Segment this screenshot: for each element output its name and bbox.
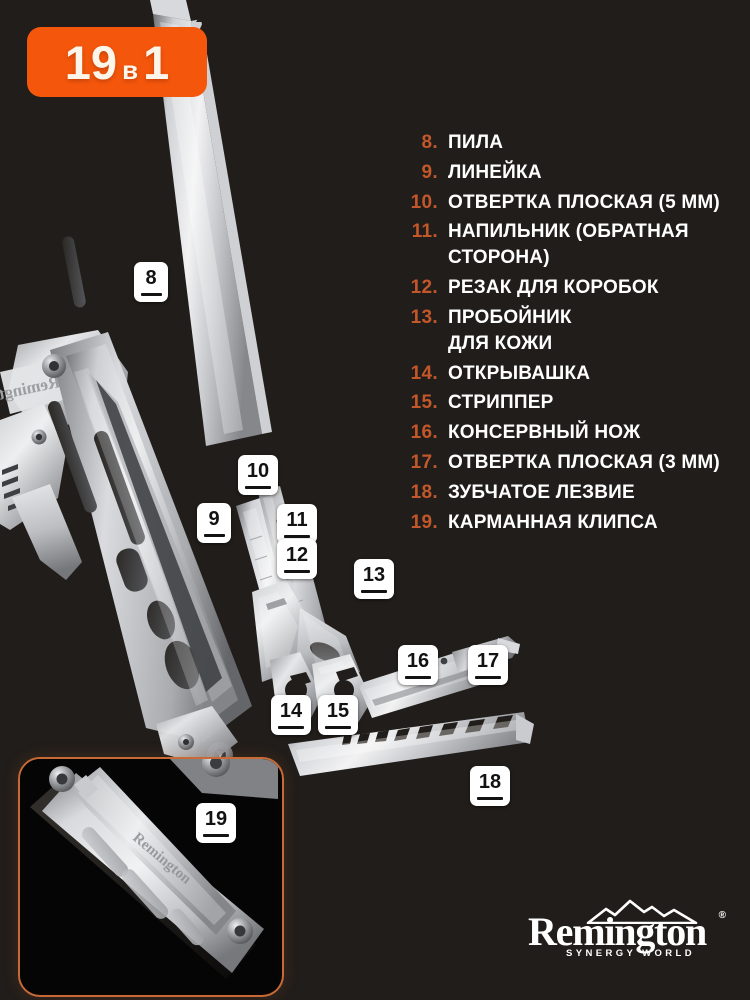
callout-number: 9 <box>208 507 220 530</box>
spec-list: 8. ПИЛА 9. ЛИНЕЙКА 10. ОТВЕРТКА ПЛОСКАЯ (5 ММ… <box>404 130 734 540</box>
spec-label: КАРМАННАЯ КЛИПСА <box>448 511 658 533</box>
tool-serrated-blade <box>288 712 534 776</box>
spec-row: 17. ОТВЕРТКА ПЛОСКАЯ (3 ММ) <box>404 450 734 476</box>
count-badge-one: 1 <box>143 35 170 89</box>
spec-label: ОТКРЫВАШКА <box>448 362 591 384</box>
callout-badge-15: 15 <box>318 695 358 735</box>
mountain-icon <box>586 899 698 924</box>
callout-badge-11: 11 <box>277 504 317 544</box>
callout-badge-14: 14 <box>271 695 311 735</box>
spec-label: ОТВЕРТКА ПЛОСКАЯ (5 ММ) <box>448 191 720 213</box>
spec-row: 14. ОТКРЫВАШКА <box>404 361 734 387</box>
callout-underline <box>405 675 431 679</box>
handle-cutouts <box>48 400 200 690</box>
callout-underline <box>284 569 310 573</box>
spec-label: НАПИЛЬНИК (ОБРАТНАЯ СТОРОНА) <box>448 221 689 269</box>
spec-number: 16. <box>410 422 438 444</box>
callout-number: 13 <box>362 563 386 586</box>
callout-badge-19: 19 <box>196 803 236 843</box>
spec-row: 15. СТРИППЕР <box>404 390 734 416</box>
brand-logo: Remington ® SYNERGY WORLD <box>528 898 728 964</box>
spec-label: РЕЗАК ДЛЯ КОРОБОК <box>448 277 659 299</box>
callout-badge-16: 16 <box>398 645 438 685</box>
callout-badge-18: 18 <box>470 766 510 806</box>
spec-number: 12. <box>410 277 438 299</box>
count-badge-joiner: в <box>122 54 139 85</box>
spec-label: СТРИППЕР <box>448 392 554 414</box>
callout-underline <box>203 833 229 837</box>
spec-number: 14. <box>410 362 438 384</box>
callout-badge-9: 9 <box>197 503 231 543</box>
callout-number: 14 <box>279 699 303 722</box>
count-badge: 19 в 1 <box>27 27 207 97</box>
spec-label: ЗУБЧАТОЕ ЛЕЗВИЕ <box>448 481 635 503</box>
callout-number: 8 <box>145 266 157 289</box>
registered-mark: ® <box>718 910 726 921</box>
callout-number: 19 <box>204 807 228 830</box>
product-illustration-inset: Remington <box>20 759 278 991</box>
spec-label: ЛИНЕЙКА <box>448 161 542 183</box>
inset-detail-panel: Remington <box>18 757 284 997</box>
spec-row: 13. ПРОБОЙНИК ДЛЯ КОЖИ <box>404 305 734 357</box>
spec-number: 18. <box>410 481 438 503</box>
callout-badge-8: 8 <box>134 262 168 302</box>
callout-underline <box>361 589 387 593</box>
count-badge-number: 19 <box>64 35 118 89</box>
callout-underline <box>245 485 271 489</box>
tool-saw-blade <box>62 0 298 446</box>
spec-number: 8. <box>421 132 438 153</box>
spec-label: КОНСЕРВНЫЙ НОЖ <box>448 422 641 444</box>
callout-badge-17: 17 <box>468 645 508 685</box>
spec-number: 13. <box>410 306 438 328</box>
brand-wordmark: Remington <box>528 909 707 954</box>
callout-underline <box>325 725 351 729</box>
brand-tagline: SYNERGY WORLD <box>566 948 696 959</box>
callout-badge-10: 10 <box>238 455 278 495</box>
saw-blade-slot <box>62 236 86 308</box>
callout-underline <box>278 725 304 729</box>
callout-underline <box>477 796 503 800</box>
callout-badge-12: 12 <box>277 539 317 579</box>
spec-number: 10. <box>410 191 438 213</box>
spec-number: 15. <box>410 392 438 414</box>
callout-number: 11 <box>286 508 308 531</box>
spec-row: 16. КОНСЕРВНЫЙ НОЖ <box>404 420 734 446</box>
callout-underline <box>203 533 225 537</box>
spec-row: 9. ЛИНЕЙКА <box>404 160 734 186</box>
callout-underline <box>140 292 162 296</box>
spec-row: 10. ОТВЕРТКА ПЛОСКАЯ (5 ММ) <box>404 190 734 216</box>
spec-label: ОТВЕРТКА ПЛОСКАЯ (3 ММ) <box>448 452 720 474</box>
spec-number: 9. <box>421 161 438 183</box>
spec-label: ПИЛА <box>448 132 504 153</box>
callout-number: 17 <box>476 649 500 672</box>
callout-number: 18 <box>478 770 502 793</box>
callout-number: 12 <box>285 543 309 566</box>
callout-number: 16 <box>406 649 430 672</box>
spec-row: 11. НАПИЛЬНИК (ОБРАТНАЯ СТОРОНА) <box>404 219 734 271</box>
spec-number: 19. <box>410 511 438 533</box>
callout-underline <box>284 534 310 538</box>
spec-row: 8. ПИЛА <box>404 130 734 156</box>
callout-number: 15 <box>326 699 350 722</box>
handle-hardware-cluster <box>156 706 238 766</box>
spec-number: 11. <box>411 221 438 243</box>
callout-number: 10 <box>246 459 270 482</box>
spec-number: 17. <box>410 452 438 474</box>
spec-label: ПРОБОЙНИК ДЛЯ КОЖИ <box>448 306 572 354</box>
callout-underline <box>475 675 501 679</box>
callout-badge-13: 13 <box>354 559 394 599</box>
spec-row: 18. ЗУБЧАТОЕ ЛЕЗВИЕ <box>404 480 734 506</box>
spec-row: 19. КАРМАННАЯ КЛИПСА <box>404 510 734 536</box>
spec-row: 12. РЕЗАК ДЛЯ КОРОБОК <box>404 275 734 301</box>
tool-main-handle <box>42 332 252 768</box>
